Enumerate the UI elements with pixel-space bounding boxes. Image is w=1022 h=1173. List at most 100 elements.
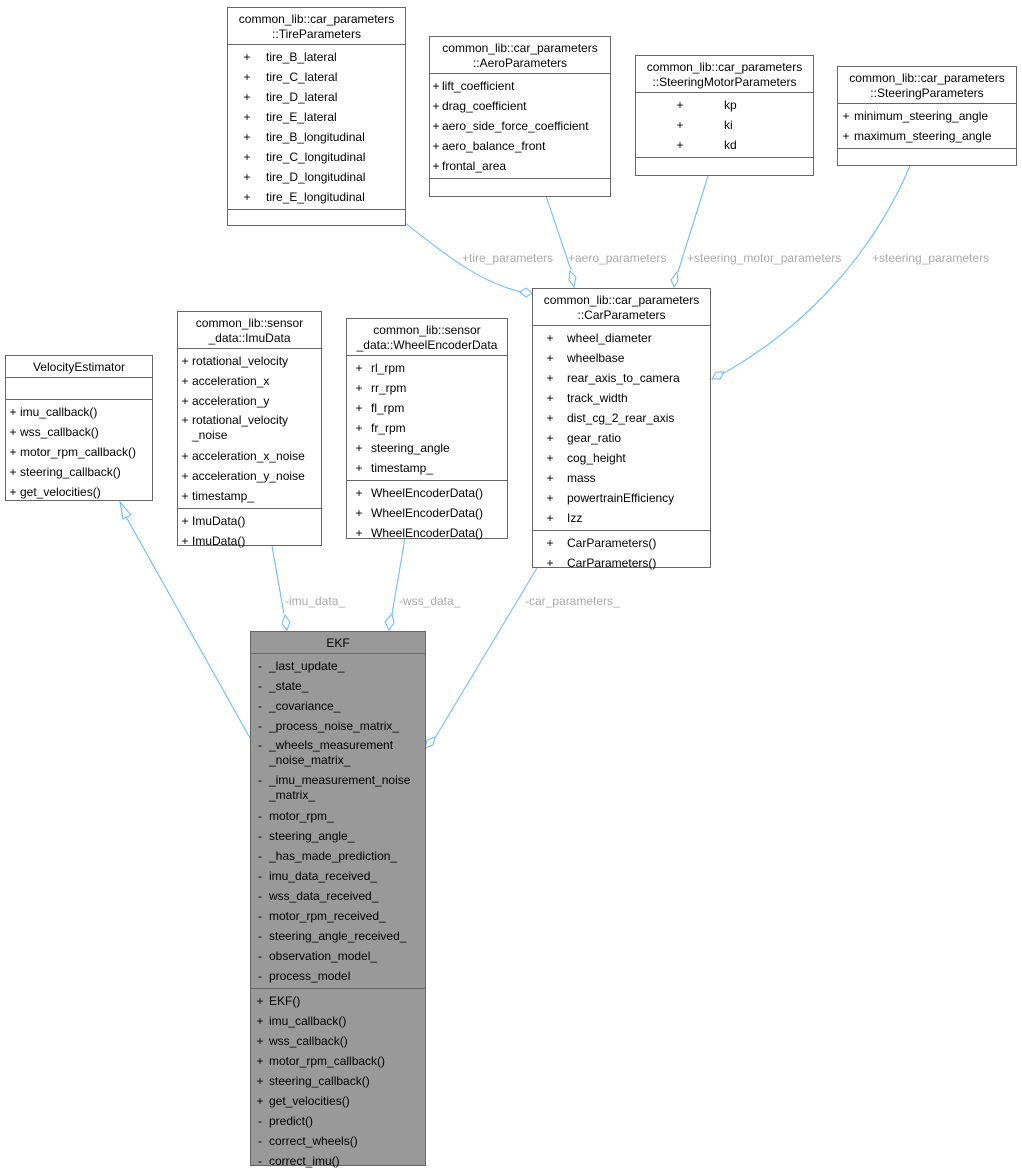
class-car-parameters[interactable]: common_lib::car_parameters::CarParameter… xyxy=(532,288,711,570)
attribute-row[interactable]: +acceleration_y xyxy=(178,391,321,411)
method-row[interactable]: -predict() xyxy=(251,1111,425,1131)
attribute-row[interactable]: +rear_axis_to_camera xyxy=(533,368,710,388)
attribute-row[interactable]: -_process_noise_matrix_ xyxy=(251,716,425,736)
class-steering-motor-parameters[interactable]: common_lib::car_parameters::SteeringMoto… xyxy=(635,55,814,176)
attribute-row[interactable]: -_wheels_measurement_noise_matrix_ xyxy=(251,736,425,771)
attribute-row[interactable]: +powertrainEfficiency xyxy=(533,488,710,508)
attribute-row[interactable]: +mass xyxy=(533,468,710,488)
attribute-row[interactable]: -motor_rpm_ xyxy=(251,806,425,826)
attributes-section: -_last_update_-_state_-_covariance_-_pro… xyxy=(251,654,425,989)
attribute-row[interactable]: +tire_D_lateral xyxy=(228,87,405,107)
method-row[interactable]: +motor_rpm_callback() xyxy=(6,442,152,462)
method-row[interactable]: -correct_wheels() xyxy=(251,1131,425,1151)
attribute-row[interactable]: -_has_made_prediction_ xyxy=(251,846,425,866)
attribute-row[interactable]: +tire_E_longitudinal xyxy=(228,187,405,207)
method-row[interactable]: +WheelEncoderData() xyxy=(347,483,507,503)
attribute-row[interactable]: +tire_E_lateral xyxy=(228,107,405,127)
method-row[interactable]: +ImuData() xyxy=(178,511,321,531)
attribute-row[interactable]: +maximum_steering_angle xyxy=(838,126,1016,146)
attribute-row[interactable]: +lift_coefficient xyxy=(430,76,610,96)
class-steering-parameters[interactable]: common_lib::car_parameters::SteeringPara… xyxy=(837,66,1017,166)
attribute-row[interactable]: -motor_rpm_received_ xyxy=(251,906,425,926)
diamond-ekf-car xyxy=(424,736,436,749)
method-row[interactable]: +get_velocities() xyxy=(6,482,152,502)
method-row[interactable]: +EKF() xyxy=(251,991,425,1011)
class-velocity-estimator[interactable]: VelocityEstimator +imu_callback()+wss_cal… xyxy=(5,355,153,501)
method-row[interactable]: +imu_callback() xyxy=(251,1011,425,1031)
attribute-row[interactable]: +ki xyxy=(636,115,813,135)
attribute-row[interactable]: +steering_angle xyxy=(347,438,507,458)
attribute-row[interactable]: +minimum_steering_angle xyxy=(838,106,1016,126)
method-row[interactable]: +imu_callback() xyxy=(6,402,152,422)
attribute-row[interactable]: +tire_C_longitudinal xyxy=(228,147,405,167)
attribute-row[interactable]: -_covariance_ xyxy=(251,696,425,716)
attribute-row[interactable]: +aero_side_force_coefficient xyxy=(430,116,610,136)
attribute-row[interactable]: +acceleration_y_noise xyxy=(178,466,321,486)
attribute-row[interactable]: +drag_coefficient xyxy=(430,96,610,116)
attribute-row[interactable]: +timestamp_ xyxy=(347,458,507,478)
attribute-row[interactable]: +track_width xyxy=(533,388,710,408)
class-aero-parameters[interactable]: common_lib::car_parameters::AeroParamete… xyxy=(429,36,611,197)
visibility-marker: - xyxy=(258,949,262,963)
attribute-row[interactable]: +wheel_diameter xyxy=(533,328,710,348)
attribute-row[interactable]: +frontal_area xyxy=(430,156,610,176)
attribute-row[interactable]: +rotational_velocity_noise xyxy=(178,411,321,446)
attribute-row[interactable]: +kp xyxy=(636,95,813,115)
attribute-name: _wheels_measurement_noise_matrix_ xyxy=(269,738,425,768)
attribute-row[interactable]: -observation_model_ xyxy=(251,946,425,966)
method-row[interactable]: +CarParameters() xyxy=(533,553,710,573)
class-wheel-encoder-data[interactable]: common_lib::sensor_data::WheelEncoderDat… xyxy=(346,318,508,540)
method-name: ImuData() xyxy=(192,534,246,548)
attribute-row[interactable]: +acceleration_x_noise xyxy=(178,446,321,466)
attribute-row[interactable]: +tire_B_longitudinal xyxy=(228,127,405,147)
attribute-row[interactable]: +tire_D_longitudinal xyxy=(228,167,405,187)
method-row[interactable]: +motor_rpm_callback() xyxy=(251,1051,425,1071)
attribute-row[interactable]: +rotational_velocity xyxy=(178,351,321,371)
attribute-row[interactable]: +wheelbase xyxy=(533,348,710,368)
attribute-row[interactable]: +dist_cg_2_rear_axis xyxy=(533,408,710,428)
method-row[interactable]: +get_velocities() xyxy=(251,1091,425,1111)
attribute-row[interactable]: -imu_data_received_ xyxy=(251,866,425,886)
method-name: get_velocities() xyxy=(269,1094,350,1108)
method-row[interactable]: +WheelEncoderData() xyxy=(347,503,507,523)
attribute-row[interactable]: +fr_rpm xyxy=(347,418,507,438)
attribute-row[interactable]: +timestamp_ xyxy=(178,486,321,506)
class-ekf[interactable]: EKF-_last_update_-_state_-_covariance_-_… xyxy=(250,631,426,1168)
attributes-section xyxy=(6,378,152,400)
attribute-name: tire_B_longitudinal xyxy=(266,130,365,144)
class-imu-data[interactable]: common_lib::sensor_data::ImuData+rotatio… xyxy=(177,311,322,548)
method-row[interactable]: +wss_callback() xyxy=(251,1031,425,1051)
attribute-row[interactable]: +cog_height xyxy=(533,448,710,468)
class-tire-parameters[interactable]: common_lib::car_parameters::TireParamete… xyxy=(227,7,406,226)
attribute-row[interactable]: +aero_balance_front xyxy=(430,136,610,156)
attribute-row[interactable]: +acceleration_x xyxy=(178,371,321,391)
method-row[interactable]: +wss_callback() xyxy=(6,422,152,442)
attribute-row[interactable]: -_state_ xyxy=(251,676,425,696)
attribute-row[interactable]: -steering_angle_received_ xyxy=(251,926,425,946)
method-row[interactable]: +steering_callback() xyxy=(6,462,152,482)
class-title: common_lib::sensor_data::WheelEncoderDat… xyxy=(347,319,507,356)
method-row[interactable]: -correct_imu() xyxy=(251,1151,425,1171)
attribute-row[interactable]: -_last_update_ xyxy=(251,656,425,676)
method-row[interactable]: +ImuData() xyxy=(178,531,321,551)
attribute-row[interactable]: +gear_ratio xyxy=(533,428,710,448)
class-title-line: VelocityEstimator xyxy=(32,360,126,374)
method-row[interactable]: +steering_callback() xyxy=(251,1071,425,1091)
attribute-row[interactable]: +kd xyxy=(636,135,813,155)
attribute-row[interactable]: -_imu_measurement_noise_matrix_ xyxy=(251,771,425,806)
attribute-row[interactable]: +fl_rpm xyxy=(347,398,507,418)
attribute-row[interactable]: +rr_rpm xyxy=(347,378,507,398)
attribute-row[interactable]: +Izz xyxy=(533,508,710,528)
visibility-marker: + xyxy=(842,129,850,143)
attribute-row[interactable]: +tire_C_lateral xyxy=(228,67,405,87)
method-row[interactable]: +CarParameters() xyxy=(533,533,710,553)
visibility-marker: + xyxy=(256,1034,264,1048)
attribute-row[interactable]: -process_model xyxy=(251,966,425,986)
visibility-marker: + xyxy=(181,489,189,503)
attribute-row[interactable]: +rl_rpm xyxy=(347,358,507,378)
attribute-row[interactable]: -wss_data_received_ xyxy=(251,886,425,906)
method-row[interactable]: +WheelEncoderData() xyxy=(347,523,507,543)
attribute-row[interactable]: -steering_angle_ xyxy=(251,826,425,846)
label-steering-parameters: +steering_parameters xyxy=(872,251,989,265)
attribute-row[interactable]: +tire_B_lateral xyxy=(228,47,405,67)
